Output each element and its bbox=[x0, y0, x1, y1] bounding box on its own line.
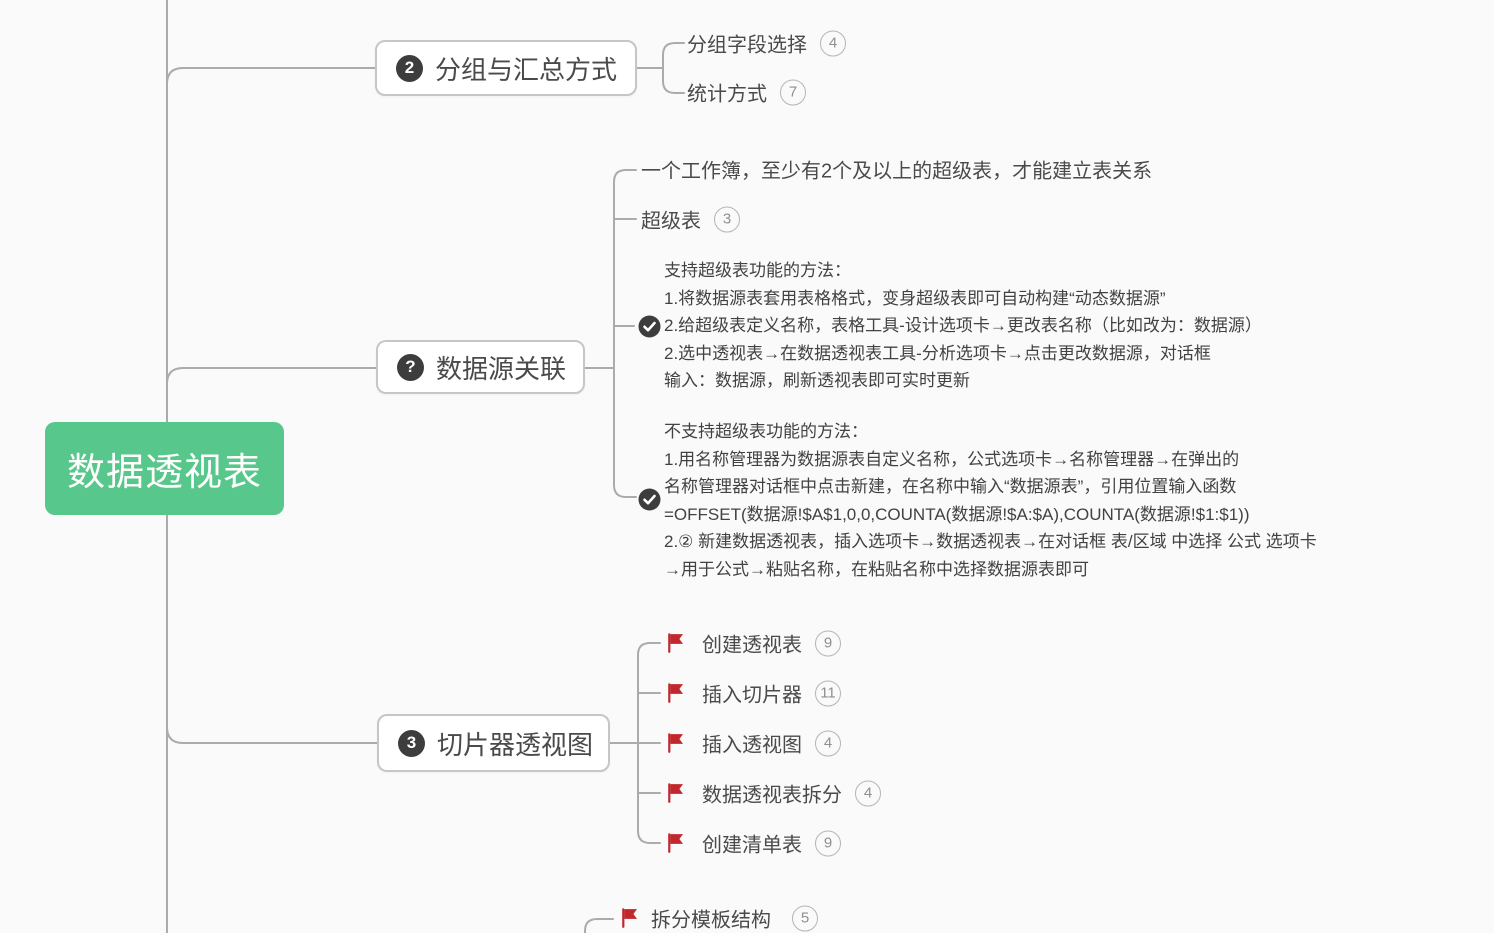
question-badge-icon: ? bbox=[397, 353, 424, 381]
number-3-badge-icon: 3 bbox=[398, 729, 425, 757]
note-line: 不支持超级表功能的方法： bbox=[664, 422, 868, 441]
flag-icon bbox=[668, 833, 683, 853]
subtopic-no-supertable-methods[interactable]: 不支持超级表功能的方法： 1.用名称管理器为数据源表自定义名称，公式选项卡→名称… bbox=[664, 418, 1317, 583]
subtopic-label: 插入切片器 bbox=[702, 684, 802, 707]
subtopic-label: 超级表 bbox=[641, 210, 701, 233]
subtopic-label: 统计方式 bbox=[687, 83, 767, 106]
count-badge: 4 bbox=[855, 780, 881, 806]
subtopic-supertable-methods[interactable]: 支持超级表功能的方法： 1.将数据源表套用表格格式，变身超级表即可自动构建“动态… bbox=[664, 257, 1262, 395]
topic-label: 切片器透视图 bbox=[437, 729, 594, 760]
flag-icon bbox=[668, 633, 683, 653]
count-badge: 9 bbox=[815, 830, 841, 856]
subtopic-insert-pivotchart[interactable]: 插入透视图 4 bbox=[667, 729, 841, 758]
topic-label: 数据源关联 bbox=[436, 353, 567, 384]
subtopic-label: 创建透视表 bbox=[702, 634, 802, 657]
note-line: 2.② 新建数据透视表，插入选项卡→数据透视表→在对话框 表/区域 中选择 公式… bbox=[664, 532, 1317, 551]
topic-label: 分组与汇总方式 bbox=[435, 54, 618, 85]
note-line: 名称管理器对话框中点击新建，在名称中输入“数据源表”，引用位置输入函数 bbox=[664, 477, 1237, 496]
subtopic-label: 分组字段选择 bbox=[687, 34, 807, 57]
number-2-badge-icon: 2 bbox=[396, 54, 423, 82]
topic-slicer-pivotchart[interactable]: 3 切片器透视图 bbox=[377, 714, 610, 772]
count-badge: 4 bbox=[820, 30, 846, 56]
subtopic-label: 创建清单表 bbox=[702, 834, 802, 857]
subtopic-insert-slicer[interactable]: 插入切片器 11 bbox=[667, 679, 841, 708]
count-badge: 4 bbox=[815, 730, 841, 756]
count-badge: 3 bbox=[714, 206, 740, 232]
note-line: 2.选中透视表→在数据透视表工具-分析选项卡→点击更改数据源，对话框 bbox=[664, 343, 1211, 363]
note-line: 1.将数据源表套用表格格式，变身超级表即可自动构建“动态数据源” bbox=[664, 288, 1166, 308]
subtopic-super-table[interactable]: 超级表 3 bbox=[641, 205, 740, 234]
subtopic-label: 拆分模板结构 bbox=[651, 909, 771, 932]
root-topic[interactable]: 数据透视表 bbox=[45, 422, 284, 515]
subtopic-create-pivot[interactable]: 创建透视表 9 bbox=[667, 629, 841, 658]
count-badge: 9 bbox=[815, 630, 841, 656]
note-line: 支持超级表功能的方法： bbox=[664, 261, 851, 280]
subtopic-split-template[interactable]: 拆分模板结构 5 bbox=[621, 904, 818, 933]
note-line: =OFFSET(数据源!$A$1,0,0,COUNTA(数据源!$A:$A),C… bbox=[664, 504, 1250, 524]
check-icon bbox=[638, 488, 661, 511]
check-icon bbox=[638, 315, 661, 338]
flag-icon bbox=[622, 908, 637, 928]
topic-data-source-link[interactable]: ? 数据源关联 bbox=[376, 340, 585, 394]
count-badge: 11 bbox=[815, 680, 841, 706]
flag-icon bbox=[668, 783, 683, 803]
note-line: 2.给超级表定义名称，表格工具-设计选项卡→更改表名称（比如改为：数据源） bbox=[664, 316, 1262, 335]
note-line: 1.用名称管理器为数据源表自定义名称，公式选项卡→名称管理器→在弹出的 bbox=[664, 449, 1240, 469]
flag-icon bbox=[668, 733, 683, 753]
subtopic-create-list-table[interactable]: 创建清单表 9 bbox=[667, 829, 841, 858]
note-line: 输入：数据源，刷新透视表即可实时更新 bbox=[664, 371, 970, 390]
root-topic-label: 数据透视表 bbox=[66, 452, 262, 494]
subtopic-group-field[interactable]: 分组字段选择 4 bbox=[687, 29, 846, 58]
subtopic-workbook-note[interactable]: 一个工作簿，至少有2个及以上的超级表，才能建立表关系 bbox=[641, 155, 1152, 184]
subtopic-label: 数据透视表拆分 bbox=[702, 784, 842, 807]
flag-icon bbox=[668, 683, 683, 703]
subtopic-label: 一个工作簿，至少有2个及以上的超级表，才能建立表关系 bbox=[641, 160, 1153, 183]
subtopic-pivot-split[interactable]: 数据透视表拆分 4 bbox=[667, 779, 881, 808]
subtopic-label: 插入透视图 bbox=[702, 734, 802, 757]
subtopic-stat-method[interactable]: 统计方式 7 bbox=[687, 78, 806, 107]
note-line: →用于公式→粘贴名称，在粘贴名称中选择数据源表即可 bbox=[664, 559, 1089, 579]
count-badge: 7 bbox=[780, 79, 806, 105]
count-badge: 5 bbox=[792, 905, 818, 931]
topic-grouping-summary[interactable]: 2 分组与汇总方式 bbox=[375, 40, 637, 96]
